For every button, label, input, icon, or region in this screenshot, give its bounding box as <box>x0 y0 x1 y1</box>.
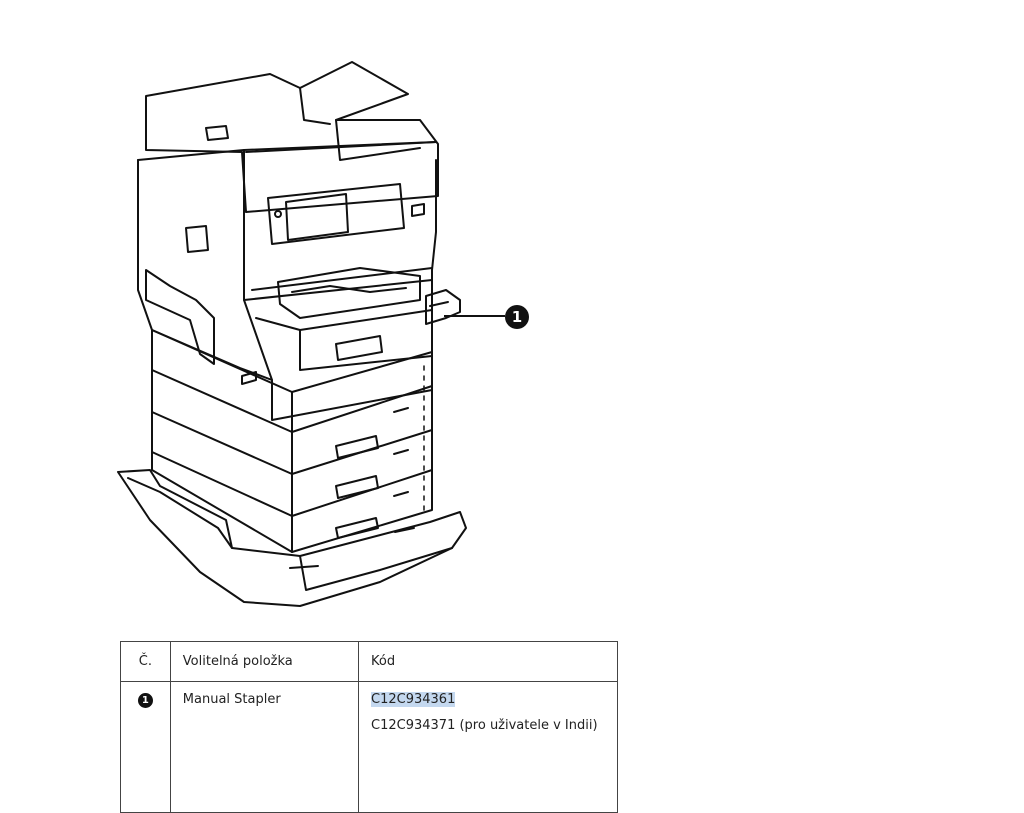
header-code: Kód <box>358 641 618 682</box>
printer-figure: 1 <box>117 61 529 607</box>
code-primary[interactable]: C12C934361 <box>371 692 456 707</box>
header-optional-item: Volitelná položka <box>169 641 360 682</box>
row-item-cell: Manual Stapler <box>169 681 360 813</box>
header-number: Č. <box>120 641 171 682</box>
printer-base <box>117 469 467 607</box>
printer-illustration <box>117 61 505 607</box>
callout-number-badge: 1 <box>505 305 529 329</box>
item-name: Manual Stapler <box>182 692 281 707</box>
code-india: C12C934371 (pro uživatele v Indii) <box>371 718 598 733</box>
row-number-badge: 1 <box>137 693 153 708</box>
table-header-row: Č. Volitelná položka Kód <box>120 641 618 682</box>
table-row: 1 Manual Stapler C12C934361 C12C934371 (… <box>120 681 618 813</box>
row-code-cell: C12C934361 C12C934371 (pro uživatele v I… <box>358 681 618 813</box>
options-table: Č. Volitelná položka Kód 1 Manual Staple… <box>120 641 618 813</box>
output-tray <box>277 267 421 319</box>
manual-stapler <box>425 289 461 325</box>
row-number-cell: 1 <box>120 681 171 813</box>
control-panel <box>267 183 405 245</box>
document-feeder <box>145 61 439 213</box>
printer-body <box>137 159 437 421</box>
